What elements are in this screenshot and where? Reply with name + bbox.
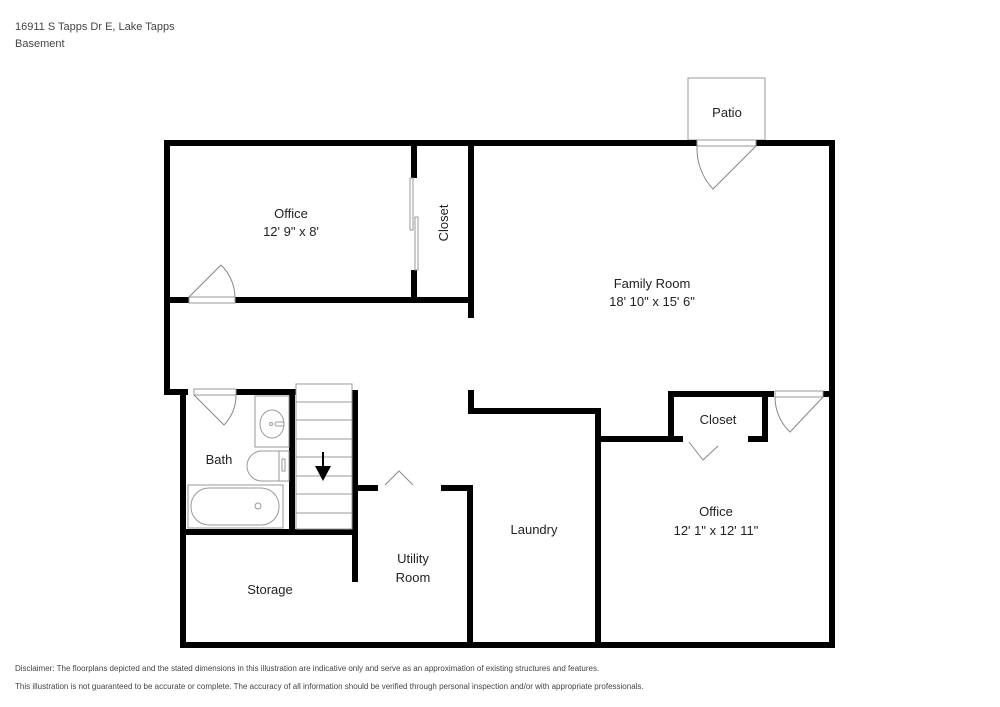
- room-label-office-2: Office: [699, 504, 733, 519]
- property-address: 16911 S Tapps Dr E, Lake Tapps: [15, 21, 175, 33]
- closet-sliding-door: [409, 177, 419, 271]
- room-label-utility-2: Room: [396, 570, 431, 585]
- room-label-utility-1: Utility: [397, 551, 429, 566]
- patio-door: [696, 139, 757, 190]
- room-dims-office-2: 12' 1" x 12' 11": [674, 523, 759, 538]
- room-label-closet-1: Closet: [436, 204, 451, 241]
- room-label-family-room: Family Room: [614, 276, 691, 291]
- disclaimer-line-2: This illustration is not guaranteed to b…: [15, 682, 644, 691]
- office-door: [188, 264, 236, 304]
- walls: [164, 140, 835, 648]
- bathtub-icon: [187, 484, 284, 529]
- sink-icon: [254, 395, 290, 448]
- room-label-patio: Patio: [712, 105, 742, 120]
- disclaimer-line-1: Disclaimer: The floorplans depicted and …: [15, 664, 600, 673]
- room-label-office-1: Office: [274, 206, 308, 221]
- closet-bifold-door: [688, 441, 719, 461]
- toilet-icon: [246, 450, 290, 482]
- room-dims-office-1: 12' 9" x 8': [263, 224, 319, 239]
- arrow-down-icon: [315, 452, 331, 481]
- floor-name: Basement: [15, 38, 65, 50]
- room-label-bath: Bath: [206, 452, 233, 467]
- room-label-storage: Storage: [247, 582, 293, 597]
- office-2-door: [774, 390, 824, 433]
- bath-door: [193, 388, 237, 426]
- room-label-laundry: Laundry: [511, 522, 558, 537]
- patio-outline: [687, 77, 766, 141]
- room-label-closet-2: Closet: [700, 412, 737, 427]
- utility-bifold-door: [384, 470, 414, 486]
- room-dims-family-room: 18' 10" x 15' 6": [609, 294, 695, 309]
